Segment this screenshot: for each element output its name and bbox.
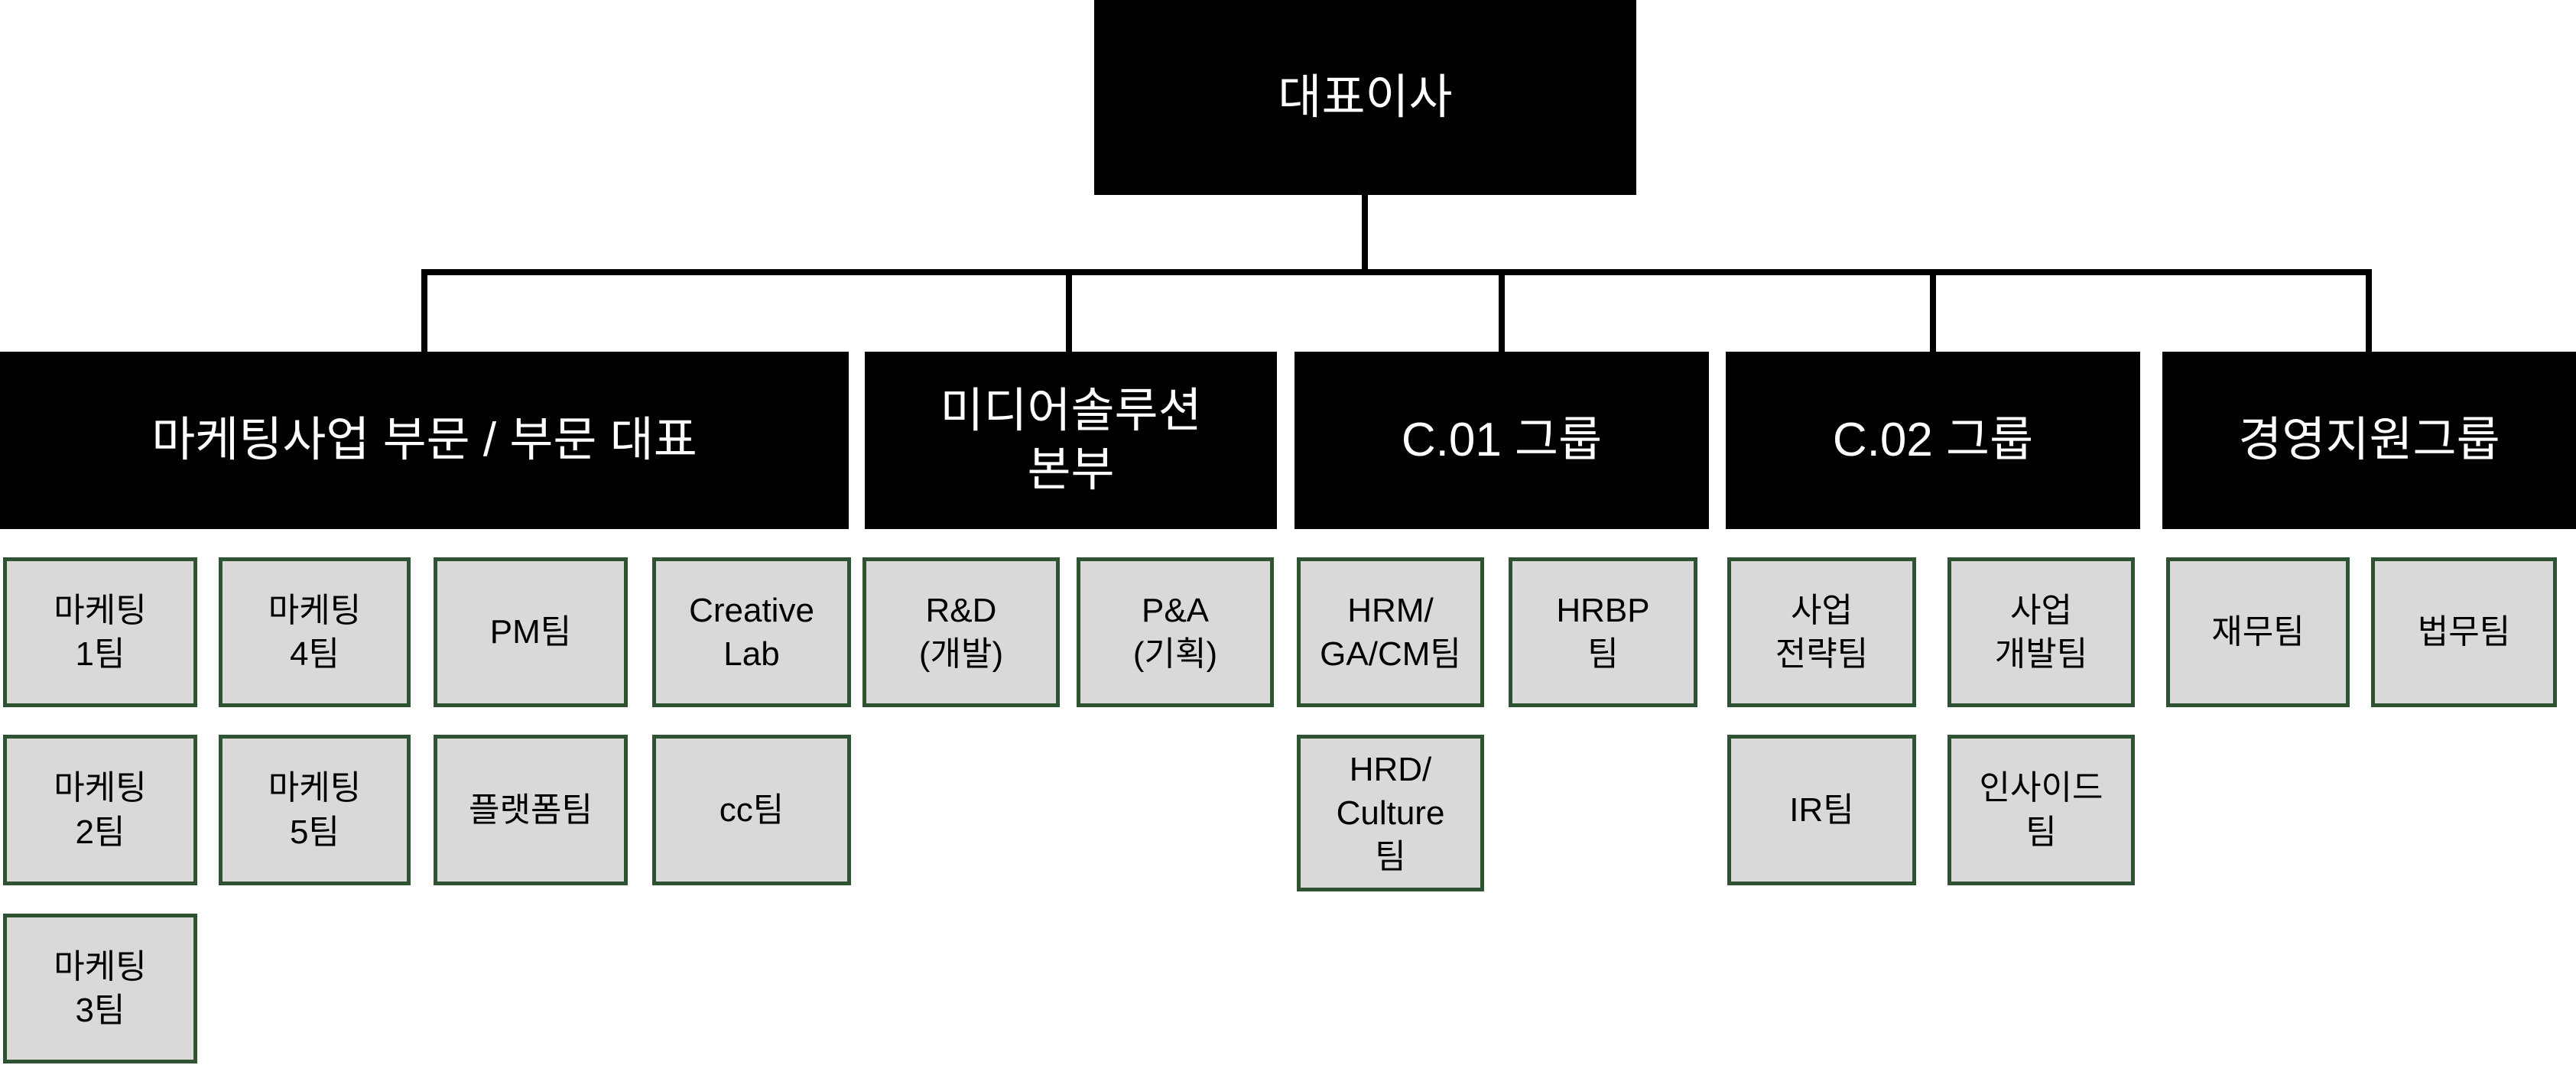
team-marketing-3: 마케팅 3팀 — [3, 914, 197, 1063]
team-biz-dev: 사업 개발팀 — [1947, 557, 2135, 707]
team-platform: 플랫폼팀 — [434, 735, 628, 885]
team-marketing-5: 마케팅 5팀 — [219, 735, 411, 885]
team-hrd-culture: HRD/ Culture 팀 — [1297, 735, 1484, 891]
team-marketing-4: 마케팅 4팀 — [219, 557, 411, 707]
team-hrbp: HRBP 팀 — [1509, 557, 1697, 707]
team-hrm-ga-cm: HRM/ GA/CM팀 — [1297, 557, 1484, 707]
ceo-node: 대표이사 — [1094, 0, 1636, 195]
team-legal: 법무팀 — [2371, 557, 2557, 707]
division-management-support: 경영지원그룹 — [2162, 352, 2576, 529]
connector-drop-c01 — [1499, 269, 1505, 353]
team-creative-lab: Creative Lab — [652, 557, 851, 707]
connector-drop-marketing — [421, 269, 427, 353]
division-marketing: 마케팅사업 부문 / 부문 대표 — [0, 352, 849, 529]
division-c01: C.01 그룹 — [1294, 352, 1709, 529]
connector-drop-media-solution — [1066, 269, 1072, 353]
team-cc: cc팀 — [652, 735, 851, 885]
connector-drop-c02 — [1930, 269, 1936, 353]
connector-ceo-stem — [1362, 193, 1368, 273]
team-finance: 재무팀 — [2166, 557, 2350, 707]
team-rnd: R&D (개발) — [862, 557, 1060, 707]
team-pna: P&A (기획) — [1077, 557, 1274, 707]
team-ir: IR팀 — [1727, 735, 1916, 885]
team-marketing-2: 마케팅 2팀 — [3, 735, 197, 885]
team-marketing-1: 마케팅 1팀 — [3, 557, 197, 707]
division-c02: C.02 그룹 — [1726, 352, 2140, 529]
team-biz-strategy: 사업 전략팀 — [1727, 557, 1916, 707]
team-inside: 인사이드 팀 — [1947, 735, 2135, 885]
connector-drop-management-support — [2366, 269, 2372, 353]
division-media-solution: 미디어솔루션 본부 — [865, 352, 1277, 529]
team-pm: PM팀 — [434, 557, 628, 707]
connector-trunk — [421, 269, 2372, 275]
